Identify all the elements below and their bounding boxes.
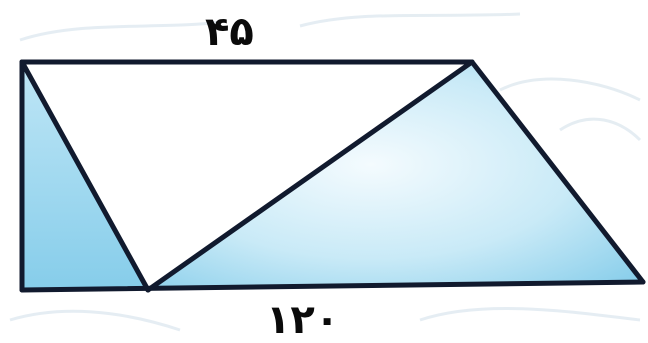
bottom-edge xyxy=(19,279,646,293)
trapezoid-outline xyxy=(19,59,646,293)
top-side-length-label: ۴۵ xyxy=(205,9,254,55)
bottom-side-length-label: ۱۲۰ xyxy=(266,297,340,343)
inner-diagonal-left xyxy=(19,59,151,293)
inner-diagonal-right xyxy=(145,59,475,293)
right-slanted-edge xyxy=(469,59,646,285)
right-shaded-triangle xyxy=(148,62,643,290)
background-watermark xyxy=(9,12,642,332)
